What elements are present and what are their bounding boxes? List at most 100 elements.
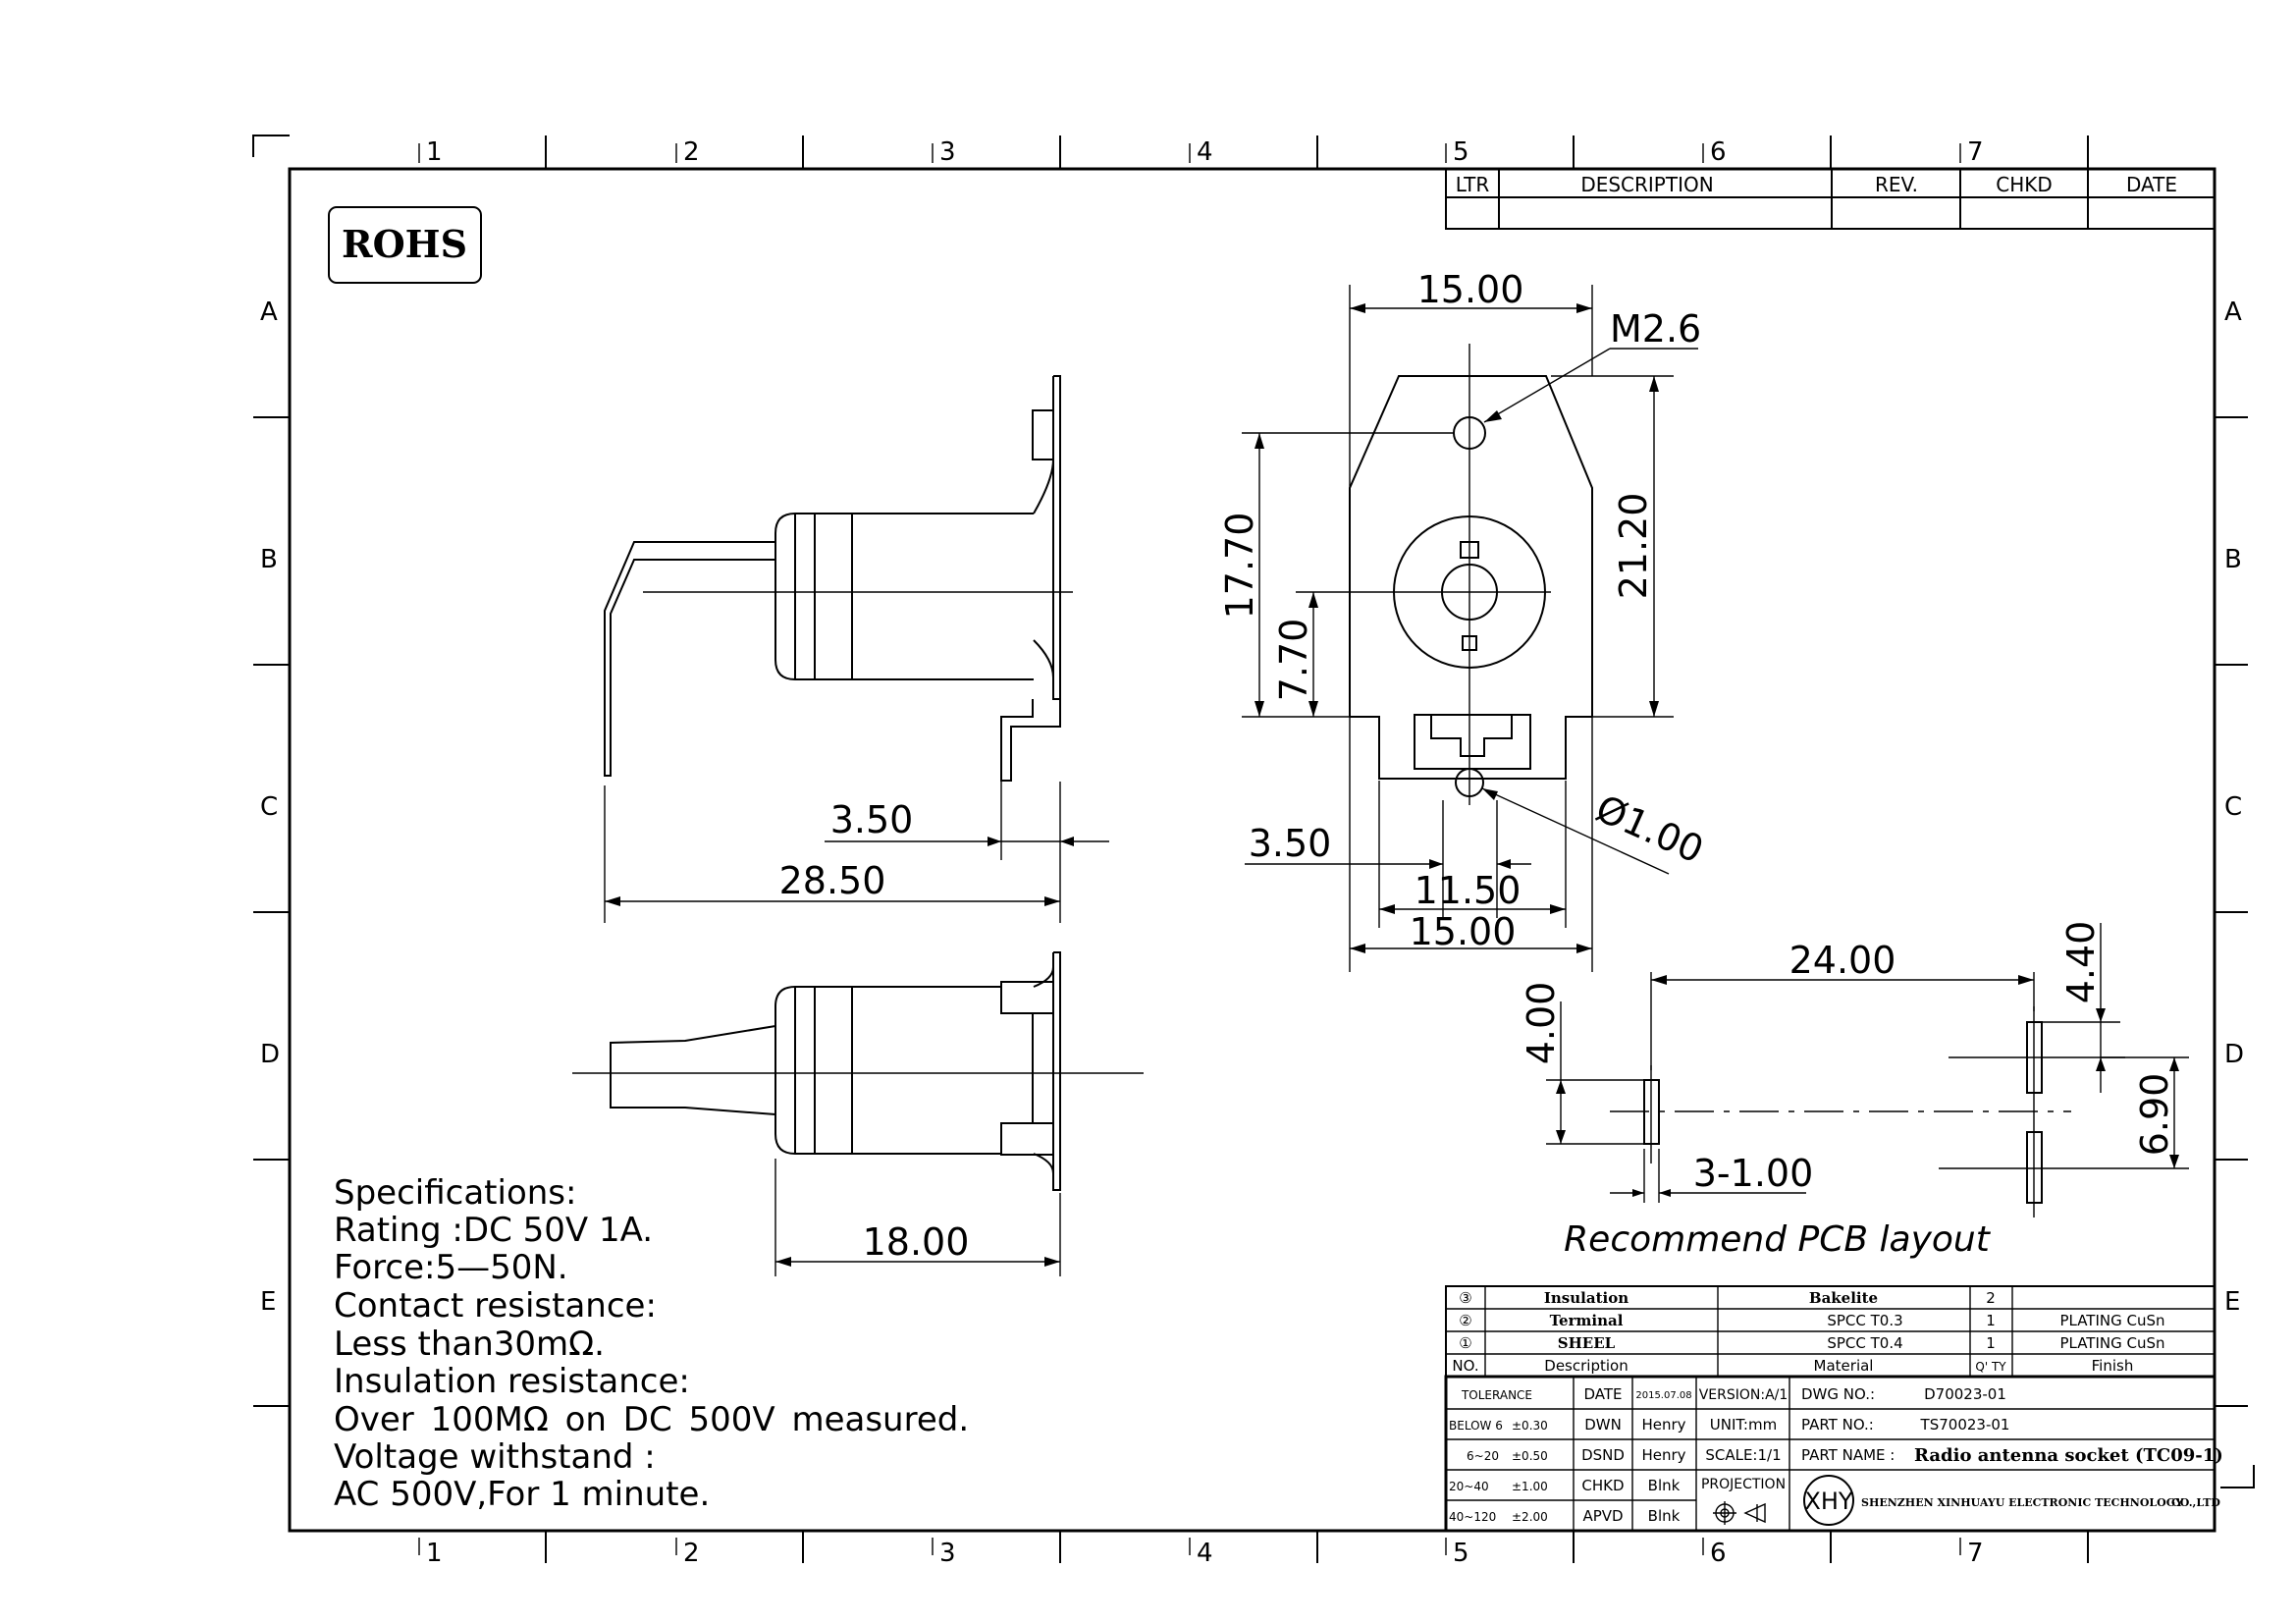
tolerance-range-2: 20~40 [1449,1480,1489,1493]
spec-line-8: AC 500V,For 1 minute. [334,1475,710,1514]
bom-row-1-description: SHEEL [1558,1334,1616,1352]
zone-col-7: 7 [1967,137,1984,167]
bottom-view: 18.00 [572,951,1144,1276]
role-dwn-label: DWN [1584,1416,1622,1434]
bom-header-no: NO. [1452,1357,1478,1375]
specifications: Specifications: Rating :DC 50V 1A. Force… [334,1173,969,1514]
company-logo-text: XHY [1804,1488,1852,1515]
zone-col-3-bottom: 3 [939,1539,956,1568]
dim-thread: M2.6 [1610,307,1701,351]
spec-line-0: Specifications: [334,1173,576,1213]
front-view: 15.00 M2.6 21.20 17.70 7.70 Ø1.00 [1218,268,1710,972]
dim-front-height: 21.20 [1612,493,1655,600]
role-date-value: 2015.07.08 [1635,1390,1691,1401]
tolerance-value-3: ±2.00 [1512,1510,1548,1524]
rev-header-date: DATE [2126,173,2177,196]
zone-col-6: 6 [1710,137,1727,167]
tolerance-value-0: ±0.30 [1512,1419,1548,1433]
dwg-no-label: DWG NO.: [1801,1385,1875,1403]
zone-col-1-bottom: 1 [426,1539,443,1568]
dim-pcb-hole: 3-1.00 [1693,1152,1814,1195]
company-logo-icon [1803,1475,1854,1526]
role-dsnd-label: DSND [1581,1446,1625,1464]
bom-row-3-description: Insulation [1544,1289,1629,1307]
dim-center-height: 7.70 [1272,619,1315,702]
bom-header-finish: Finish [2092,1357,2134,1375]
role-date-label: DATE [1583,1385,1622,1403]
dim-side-length: 28.50 [779,859,886,902]
pcb-layout: 24.00 4.00 4.40 6.90 3-1.00 Recommend PC… [1520,921,2189,1260]
tolerance-header: TOLERANCE [1461,1388,1532,1402]
tolerance-range-1: 6~20 [1467,1449,1499,1463]
bom-row-2-material: SPCC T0.3 [1827,1312,1902,1329]
part-no-label: PART NO.: [1801,1416,1874,1434]
bom-row-2-description: Terminal [1550,1312,1624,1329]
spec-line-5: Insulation resistance: [334,1362,690,1401]
zone-labels: 1 2 3 4 5 6 7 1 2 3 4 5 6 7 A B C D E A … [260,137,2244,1568]
spec-line-7: Voltage withstand : [334,1437,656,1477]
role-chkd-name: Blnk [1648,1477,1681,1494]
bom-row-1-qty: 1 [1986,1334,1996,1352]
dim-pin-hole: Ø1.00 [1589,786,1710,872]
bom-row-2-no: ② [1459,1312,1471,1329]
scale: SCALE:1/1 [1705,1446,1781,1464]
unit: UNIT:mm [1710,1416,1777,1434]
zone-row-B: B [260,545,278,574]
spec-line-4: Less than30mΩ. [334,1325,605,1364]
part-name-label: PART NAME : [1801,1446,1895,1464]
company-suffix: CO.,LTD [2171,1496,2220,1509]
company-name: SHENZHEN XINHUAYU ELECTRONIC TECHNOLOGY [1861,1496,2183,1509]
dim-pcb-pad-gap: 6.90 [2133,1073,2176,1157]
zone-row-D: D [260,1040,280,1069]
role-apvd-label: APVD [1582,1507,1623,1525]
spec-line-3: Contact resistance: [334,1286,657,1325]
zone-row-E-right: E [2224,1287,2240,1317]
zone-col-4-bottom: 4 [1197,1539,1213,1568]
dim-pcb-span: 24.00 [1789,939,1896,982]
rev-header-ltr: LTR [1456,173,1490,196]
role-apvd-name: Blnk [1648,1507,1681,1525]
dim-pin-span: 11.50 [1415,869,1522,912]
pcb-caption: Recommend PCB layout [1564,1219,1992,1260]
title-block: TOLERANCE BELOW 6 ±0.30 6~20 ±0.50 20~40… [1444,1375,2223,1533]
rev-header-description: DESCRIPTION [1580,173,1713,196]
bom-row-2-qty: 1 [1986,1312,1996,1329]
zone-col-5: 5 [1453,137,1469,167]
dim-front-width-bottom: 15.00 [1410,910,1517,953]
zone-row-A: A [260,298,278,327]
bom-row-3-material: Bakelite [1809,1289,1878,1307]
zone-col-2: 2 [683,137,700,167]
zone-col-5-bottom: 5 [1453,1539,1469,1568]
bom-header-material: Material [1814,1357,1874,1375]
role-dwn-name: Henry [1641,1416,1685,1434]
side-view: 3.50 28.50 [604,375,1109,923]
zone-col-4: 4 [1197,137,1213,167]
version: VERSION:A/1 [1699,1387,1789,1403]
dim-side-flange: 3.50 [830,798,914,841]
rev-header-rev: REV. [1875,173,1918,196]
dim-front-width-top: 15.00 [1417,268,1524,311]
zone-row-B-right: B [2224,545,2242,574]
rev-header-chkd: CHKD [1996,173,2053,196]
bom-row-2-finish: PLATING CuSn [2059,1312,2164,1329]
bom-row-1-material: SPCC T0.4 [1827,1334,1902,1352]
projection: PROJECTION [1701,1477,1786,1492]
bom-row-3-qty: 2 [1986,1289,1996,1307]
bom-row-3-no: ③ [1459,1289,1471,1307]
sheet-frame [252,135,2255,1563]
zone-row-C: C [260,792,278,822]
zone-row-D-right: D [2224,1040,2244,1069]
bom-row-1-finish: PLATING CuSn [2059,1334,2164,1352]
zone-col-2-bottom: 2 [683,1539,700,1568]
zone-row-C-right: C [2224,792,2242,822]
spec-line-2: Force:5—50N. [334,1248,568,1287]
rohs-text: ROHS [342,222,467,266]
zone-col-7-bottom: 7 [1967,1539,1984,1568]
tolerance-value-1: ±0.50 [1512,1449,1548,1463]
role-chkd-label: CHKD [1581,1477,1624,1494]
part-name: Radio antenna socket (TC09-1) [1914,1445,2223,1466]
zone-col-6-bottom: 6 [1710,1539,1727,1568]
role-dsnd-name: Henry [1641,1446,1685,1464]
zone-col-3: 3 [939,137,956,167]
